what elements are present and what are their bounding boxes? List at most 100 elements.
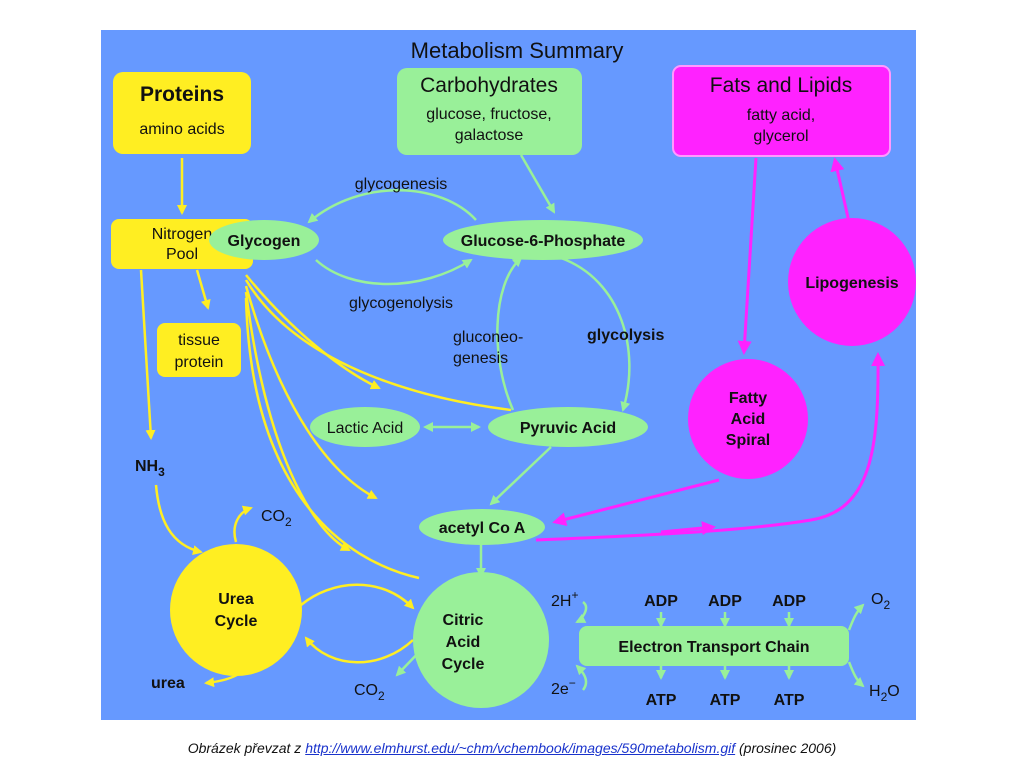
tissue-protein-line2: protein <box>175 354 224 371</box>
arrow-glycogenolysis <box>315 258 473 286</box>
line-nitrogen-to-pyruvic <box>244 279 512 412</box>
lipogenesis-node: Lipogenesis <box>788 218 916 346</box>
atp-label-2: ATP <box>710 692 741 709</box>
citric-line1: Citric <box>443 612 484 629</box>
proteins-box: Proteins amino acids <box>113 72 251 154</box>
atp-label-3: ATP <box>774 692 805 709</box>
fats-sub2: glycerol <box>753 128 808 145</box>
fatty-acid-spiral-line1: Fatty <box>729 390 767 407</box>
etc-bg <box>579 626 849 666</box>
glycogen-label: Glycogen <box>228 233 301 250</box>
caption-suffix: (prosinec 2006) <box>735 740 837 756</box>
lactic-acid-shape <box>310 407 420 447</box>
citric-acid-cycle-node: Citric Acid Cycle <box>413 572 549 708</box>
urea-cycle-shape <box>170 544 302 676</box>
arrow-pyruvic-to-acetyl <box>489 446 552 506</box>
fatty-acid-spiral-shape <box>688 359 808 479</box>
diagram-canvas: Metabolism Summary <box>101 30 916 720</box>
fatty-acid-spiral-node: Fatty Acid Spiral <box>688 359 808 479</box>
adp-label-1: ADP <box>644 593 678 610</box>
co2-urea-label: CO2 <box>261 508 292 529</box>
acetyl-coa-label: acetyl Co A <box>439 520 526 537</box>
lipogenesis-shape <box>788 218 916 346</box>
pyruvic-acid-label: Pyruvic Acid <box>520 420 616 437</box>
urea-output-label: urea <box>151 675 185 692</box>
line-nitrogen-to-citric-outer <box>244 297 420 580</box>
citric-line3: Cycle <box>442 656 485 673</box>
lactic-acid-label: Lactic Acid <box>327 420 403 437</box>
proteins-box-bg <box>113 72 251 154</box>
citric-line2: Acid <box>446 634 481 651</box>
arrow-glycolysis <box>560 256 631 412</box>
arrow-gluconeogenesis <box>496 256 523 411</box>
arrow-spiral-to-acetyl <box>552 478 720 527</box>
arrow-glycogenesis <box>307 189 477 224</box>
arrow-acetyl-right-head <box>660 521 716 536</box>
tissue-protein-line1: tissue <box>178 332 220 349</box>
g6p-label: Glucose-6-Phosphate <box>461 233 626 250</box>
tissue-protein-bg <box>157 323 241 377</box>
nh3-label: NH3 <box>135 458 165 479</box>
fats-box-bg <box>672 65 891 157</box>
arrow-citric-to-urea <box>304 636 414 664</box>
gluconeogenesis-label-2: genesis <box>453 350 508 367</box>
arrow-urea-to-co2 <box>233 505 253 543</box>
urea-cycle-line1: Urea <box>218 591 254 608</box>
g6p-shape <box>443 220 643 260</box>
arrow-nitrogen-to-nh3 <box>139 269 156 440</box>
glycogenesis-label: glycogenesis <box>355 176 448 193</box>
arrow-2h-to-etc <box>575 601 588 624</box>
metabolism-diagram: Metabolism Summary <box>101 30 916 720</box>
nitrogen-pool-line2: Pool <box>166 246 198 263</box>
glycolysis-label: glycolysis <box>587 327 664 344</box>
etc-label: Electron Transport Chain <box>618 639 809 656</box>
caption-prefix: Obrázek převzat z <box>187 740 306 756</box>
pyruvic-acid-node: Pyruvic Acid <box>488 407 648 447</box>
fats-title: Fats and Lipids <box>710 74 852 97</box>
h2o-label: H2O <box>869 683 900 704</box>
fatty-acid-spiral-line3: Spiral <box>726 432 770 449</box>
citric-acid-cycle-shape <box>413 572 549 708</box>
lactic-acid-node: Lactic Acid <box>310 407 420 447</box>
adp-label-2: ADP <box>708 593 742 610</box>
arrow-etc-to-o2 <box>847 603 865 631</box>
g6p-node: Glucose-6-Phosphate <box>443 220 643 260</box>
arrow-nitrogen-to-pyruvic-mid <box>245 274 381 390</box>
adp-label-3: ADP <box>772 593 806 610</box>
nitrogen-pool-line1: Nitrogen <box>152 226 212 243</box>
arrow-nitrogen-to-citric <box>244 291 351 552</box>
urea-cycle-line2: Cycle <box>215 613 258 630</box>
fatty-acid-spiral-line2: Acid <box>731 411 766 428</box>
o2-label: O2 <box>871 591 890 612</box>
arrow-2e-to-etc <box>575 664 588 691</box>
arrow-nh3-to-urea <box>154 484 203 556</box>
carbohydrates-sub1: glucose, fructose, <box>426 106 551 123</box>
carbohydrates-box: Carbohydrates glucose, fructose, galacto… <box>397 68 582 155</box>
arrow-nitrogen-to-acetyl <box>244 285 378 500</box>
co2-citric-label: CO2 <box>354 682 385 703</box>
two-e-label: 2e− <box>551 676 576 698</box>
urea-cycle-node: Urea Cycle <box>170 544 302 676</box>
arrow-etc-to-h2o <box>847 661 865 688</box>
fats-sub1: fatty acid, <box>747 107 815 124</box>
carbohydrates-sub2: galactose <box>455 127 524 144</box>
gluconeogenesis-label-1: gluconeo- <box>453 329 523 346</box>
diagram-title: Metabolism Summary <box>411 38 624 63</box>
fats-lipids-box: Fats and Lipids fatty acid, glycerol <box>672 65 891 157</box>
carbohydrates-box-bg <box>397 68 582 155</box>
image-caption: Obrázek převzat z http://www.elmhurst.ed… <box>0 740 1024 756</box>
lipogenesis-label: Lipogenesis <box>805 275 898 292</box>
two-h-label: 2H+ <box>551 588 578 610</box>
pyruvic-acid-shape <box>488 407 648 447</box>
glycogen-shape <box>209 220 319 260</box>
proteins-title: Proteins <box>140 83 224 106</box>
arrow-fats-to-spiral <box>737 157 758 355</box>
source-link[interactable]: http://www.elmhurst.edu/~chm/vchembook/i… <box>305 740 736 756</box>
proteins-sub: amino acids <box>139 121 224 138</box>
glycogen-node: Glycogen <box>209 220 319 260</box>
atp-label-1: ATP <box>646 692 677 709</box>
arrow-nitrogen-to-tissue <box>195 269 211 310</box>
electron-transport-chain-box: Electron Transport Chain <box>579 626 849 666</box>
glycogenolysis-label: glycogenolysis <box>349 295 453 312</box>
arrow-carbs-to-g6p <box>519 154 556 214</box>
